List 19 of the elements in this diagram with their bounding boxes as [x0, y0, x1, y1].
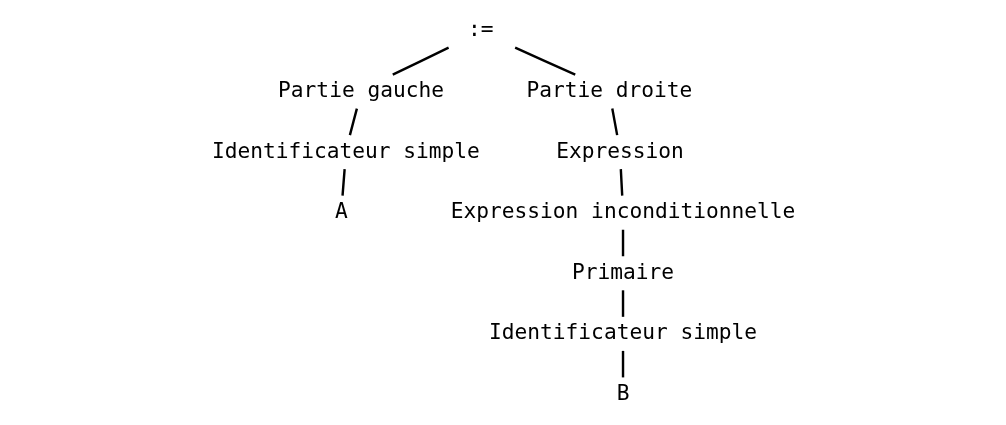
node-text: Partie gauche [278, 76, 444, 102]
connector [621, 350, 625, 378]
connector [619, 169, 624, 196]
node-text: := [467, 16, 494, 42]
node-text: Expression inconditionnelle [450, 198, 796, 224]
connector [392, 46, 450, 76]
connector [514, 46, 576, 76]
connector [611, 108, 619, 136]
node-text: Primaire [571, 258, 675, 284]
connector [341, 169, 346, 196]
node-text: Identificateur simple [489, 319, 757, 345]
node-text: Identificateur simple [211, 137, 480, 163]
connector [348, 108, 359, 136]
node-text: Expression [556, 137, 684, 163]
node-text: A [334, 198, 348, 224]
connector [621, 229, 625, 257]
node-text: B [616, 379, 630, 405]
node-text: Partie droite [526, 76, 693, 102]
connector [621, 290, 625, 317]
